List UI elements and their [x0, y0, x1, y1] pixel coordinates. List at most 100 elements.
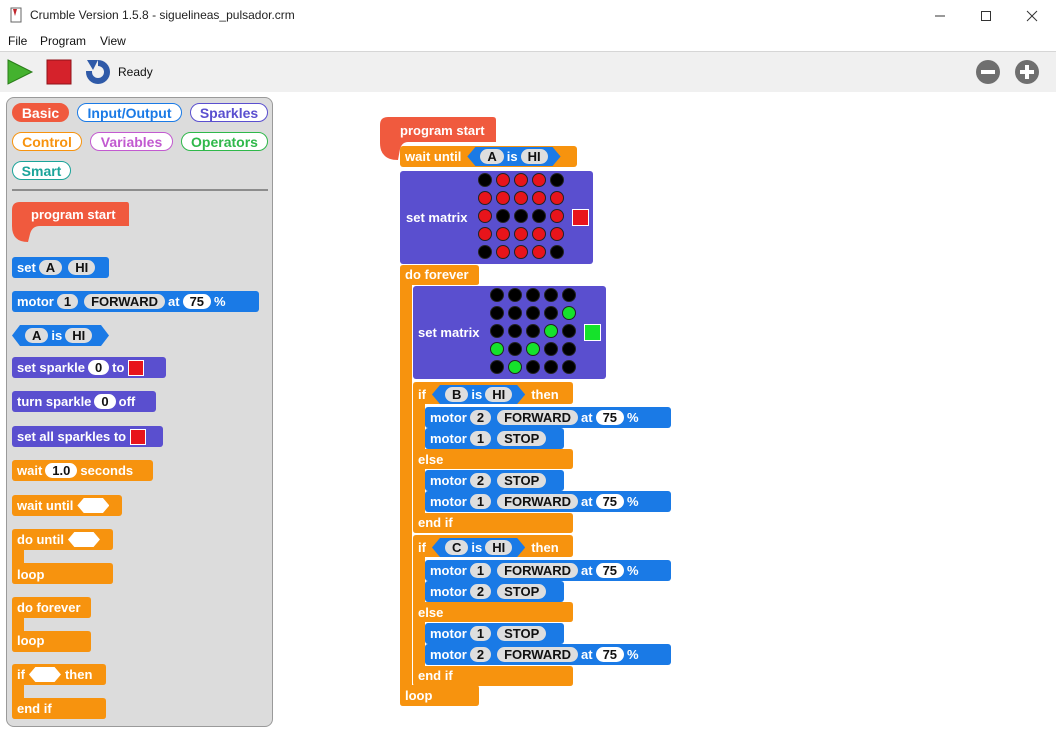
zoom-out-button[interactable] — [975, 59, 1001, 90]
set-matrix-block[interactable]: set matrix — [413, 286, 606, 379]
led-dot[interactable] — [544, 306, 558, 320]
pin-field[interactable]: A — [38, 260, 63, 275]
led-dot[interactable] — [532, 173, 546, 187]
led-dot[interactable] — [508, 324, 522, 338]
palette-set-all-sparkles-block[interactable]: set all sparkles to — [12, 426, 163, 447]
motor-block[interactable]: motor 2 STOP — [425, 581, 564, 602]
led-dot[interactable] — [514, 245, 528, 259]
palette-motor-block[interactable]: motor 1 FORWARD at 75 % — [12, 291, 259, 312]
direction-field[interactable]: STOP — [497, 626, 547, 641]
direction-field[interactable]: STOP — [497, 584, 547, 599]
led-dot[interactable] — [550, 245, 564, 259]
motor-block[interactable]: motor 1 STOP — [425, 428, 564, 449]
led-dot[interactable] — [508, 342, 522, 356]
value-field[interactable]: HI — [68, 260, 96, 275]
led-dot[interactable] — [514, 209, 528, 223]
direction-field[interactable]: STOP — [497, 473, 547, 488]
category-smart[interactable]: Smart — [12, 161, 71, 180]
led-dot[interactable] — [532, 227, 546, 241]
value-field[interactable]: HI — [485, 540, 512, 555]
led-dot[interactable] — [550, 191, 564, 205]
pin-field[interactable]: B — [445, 387, 468, 402]
led-dot[interactable] — [532, 245, 546, 259]
palette-do-until-block[interactable]: do until loop — [12, 529, 114, 589]
color-swatch[interactable] — [128, 359, 145, 376]
color-swatch[interactable] — [572, 209, 589, 226]
condition-block[interactable]: C is HI — [432, 538, 525, 557]
sparkle-number-field[interactable]: 0 — [87, 360, 110, 375]
led-dot[interactable] — [550, 209, 564, 223]
led-dot[interactable] — [562, 360, 576, 374]
led-matrix-grid[interactable] — [478, 173, 564, 259]
palette-do-forever-block[interactable]: do forever loop — [12, 597, 92, 657]
led-dot[interactable] — [562, 324, 576, 338]
palette-program-start[interactable]: program start — [12, 202, 132, 251]
led-dot[interactable] — [478, 227, 492, 241]
color-swatch[interactable] — [584, 324, 601, 341]
direction-field[interactable]: FORWARD — [497, 494, 579, 509]
led-dot[interactable] — [514, 191, 528, 205]
palette-condition-block[interactable]: A is HI — [12, 325, 109, 346]
speed-field[interactable]: 75 — [595, 494, 625, 509]
led-dot[interactable] — [562, 342, 576, 356]
speed-field[interactable]: 75 — [595, 410, 625, 425]
value-field[interactable]: HI — [485, 387, 512, 402]
if-else-block[interactable] — [413, 382, 575, 539]
category-input-output[interactable]: Input/Output — [77, 103, 182, 122]
led-dot[interactable] — [478, 209, 492, 223]
led-dot[interactable] — [490, 306, 504, 320]
condition-block[interactable]: A is HI — [467, 147, 560, 166]
led-dot[interactable] — [496, 191, 510, 205]
pin-field[interactable]: A — [25, 328, 48, 343]
menu-file[interactable]: File — [8, 34, 28, 48]
category-basic[interactable]: Basic — [12, 103, 69, 122]
do-forever-block[interactable]: do forever loop — [400, 265, 482, 712]
led-dot[interactable] — [550, 227, 564, 241]
led-dot[interactable] — [544, 324, 558, 338]
led-dot[interactable] — [478, 173, 492, 187]
led-dot[interactable] — [490, 324, 504, 338]
motor-number-field[interactable]: 2 — [469, 410, 492, 425]
led-dot[interactable] — [544, 360, 558, 374]
run-button[interactable] — [6, 58, 34, 91]
motor-block[interactable]: motor 1 FORWARD at 75 % — [425, 491, 671, 512]
palette-wait-block[interactable]: wait 1.0 seconds — [12, 460, 153, 481]
led-dot[interactable] — [526, 360, 540, 374]
if-else-block[interactable] — [413, 535, 575, 692]
sparkle-number-field[interactable]: 0 — [94, 394, 116, 409]
direction-field[interactable]: FORWARD — [84, 294, 166, 309]
speed-field[interactable]: 75 — [182, 294, 212, 309]
wait-until-block[interactable]: wait until A is HI — [400, 146, 577, 167]
led-dot[interactable] — [496, 209, 510, 223]
maximize-button[interactable] — [963, 0, 1009, 31]
close-button[interactable] — [1009, 0, 1055, 31]
palette-set-sparkle-block[interactable]: set sparkle 0 to — [12, 357, 166, 378]
motor-number-field[interactable]: 1 — [469, 626, 492, 641]
motor-number-field[interactable]: 1 — [469, 563, 492, 578]
led-dot[interactable] — [544, 342, 558, 356]
value-field[interactable]: HI — [521, 149, 548, 164]
led-dot[interactable] — [550, 173, 564, 187]
motor-block[interactable]: motor 1 FORWARD at 75 % — [425, 560, 671, 581]
direction-field[interactable]: STOP — [497, 431, 547, 446]
menu-view[interactable]: View — [100, 34, 126, 48]
led-dot[interactable] — [526, 342, 540, 356]
motor-number-field[interactable]: 2 — [469, 584, 492, 599]
led-matrix-grid[interactable] — [490, 288, 576, 374]
led-dot[interactable] — [508, 288, 522, 302]
led-dot[interactable] — [508, 360, 522, 374]
motor-number-field[interactable]: 2 — [469, 473, 492, 488]
led-dot[interactable] — [526, 324, 540, 338]
palette-set-block[interactable]: set A HI — [12, 257, 109, 278]
program-start-block[interactable]: program start — [380, 117, 498, 166]
motor-block[interactable]: motor 1 STOP — [425, 623, 564, 644]
zoom-in-button[interactable] — [1014, 59, 1040, 90]
category-control[interactable]: Control — [12, 132, 82, 151]
led-dot[interactable] — [490, 360, 504, 374]
value-field[interactable]: HI — [65, 328, 92, 343]
led-dot[interactable] — [490, 342, 504, 356]
condition-slot[interactable] — [67, 532, 100, 547]
menu-program[interactable]: Program — [40, 34, 87, 48]
color-swatch[interactable] — [130, 428, 147, 445]
led-dot[interactable] — [490, 288, 504, 302]
